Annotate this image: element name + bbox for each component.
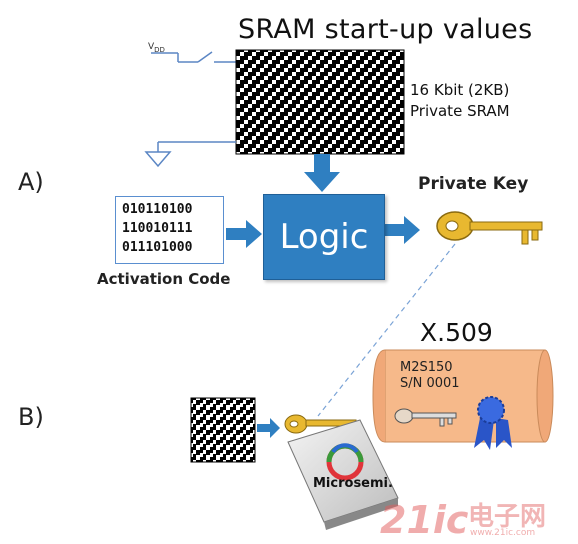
section-label-a: A) (18, 168, 44, 196)
certificate-text: M2S150 S/N 0001 (400, 360, 460, 392)
key-icon (436, 211, 543, 245)
ground-icon (144, 141, 236, 168)
watermark-url: www.21ic.com (470, 528, 536, 538)
private-key-label: Private Key (418, 174, 529, 194)
arrow-sram-to-logic (304, 154, 340, 192)
certificate-serial: S/N 0001 (400, 376, 460, 391)
certificate-part: M2S150 (400, 360, 453, 375)
vdd-label: VDD (148, 42, 165, 54)
activation-line: 010110100 (122, 202, 193, 217)
chip-brand: Microsemi. (313, 476, 393, 491)
dashed-connector (317, 243, 456, 417)
arrow-activation-to-logic (226, 220, 262, 248)
activation-code-caption: Activation Code (97, 270, 231, 288)
activation-line: 110010111 (122, 221, 193, 236)
section-label-b: B) (18, 403, 44, 431)
sram-qr-code (235, 49, 405, 155)
chip-icon (287, 419, 399, 530)
arrow-qr-to-key (257, 418, 280, 438)
ribbon-icon (474, 396, 512, 450)
watermark-chinese: 电子网 (468, 502, 547, 532)
switch-icon (151, 51, 236, 63)
diagram-title: SRAM start-up values (238, 14, 533, 45)
certificate-icon (372, 349, 554, 443)
sram-description: 16 Kbit (2KB) Private SRAM (410, 80, 510, 122)
watermark-number: 21ic (380, 498, 469, 542)
arrow-logic-to-key (384, 216, 420, 244)
qr-code-icon (190, 397, 256, 463)
sram-size: 16 Kbit (2KB) (410, 81, 510, 99)
sram-type: Private SRAM (410, 102, 510, 120)
activation-code-box: 010110100 110010111 011101000 (115, 196, 224, 264)
activation-line: 011101000 (122, 240, 193, 255)
logic-block: Logic (263, 194, 385, 280)
certificate-key-icon (394, 408, 457, 427)
certificate-title: X.509 (420, 318, 493, 347)
